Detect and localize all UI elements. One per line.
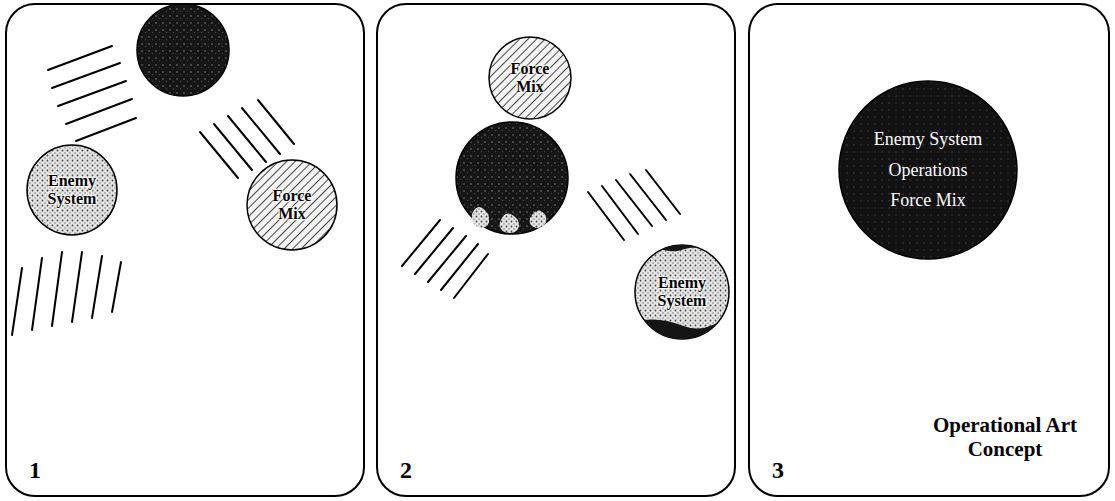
concept-circle: Force Mix <box>488 36 572 120</box>
concept-circle: Enemy System <box>634 244 730 340</box>
circle-content: Enemy SystemOperationsForce Mix <box>865 129 991 211</box>
stage-panel: 2 Force MixEnemy System <box>376 3 736 497</box>
concept-circle: Enemy SystemOperationsForce Mix <box>838 80 1018 260</box>
circle-label: Enemy System <box>874 129 983 150</box>
panel-number: 3 <box>772 457 784 485</box>
motion-streaks <box>12 46 680 335</box>
text-holder: 2 <box>400 457 412 485</box>
panel-number: 2 <box>400 457 412 485</box>
circle-content: Enemy System <box>647 274 716 311</box>
stage-panel: 1 Enemy System Force Mix <box>5 3 365 497</box>
dark-circles <box>137 4 568 234</box>
circle-label: Operations <box>889 160 968 181</box>
text-holder: 1 <box>29 457 41 485</box>
circle-label: Force Mix <box>500 60 561 97</box>
circle-label: Enemy System <box>39 172 105 209</box>
stage-panel: Operational Art Concept 3 Enemy SystemOper… <box>748 3 1110 497</box>
concept-circle: Enemy System <box>26 144 118 236</box>
concept-caption: Operational Art Concept <box>900 413 1110 461</box>
panel-number: 1 <box>29 457 41 485</box>
text-holder: Operational Art Concept <box>900 413 1110 461</box>
circle-content: Force Mix <box>500 60 561 97</box>
circle-content: Enemy System <box>39 172 105 209</box>
circle-label: Force Mix <box>259 187 325 224</box>
concept-circle: Force Mix <box>246 159 338 251</box>
circle-content: Force Mix <box>259 187 325 224</box>
text-holder: 3 <box>772 457 784 485</box>
circle-label: Enemy System <box>647 274 716 311</box>
circle-label: Force Mix <box>890 190 966 211</box>
